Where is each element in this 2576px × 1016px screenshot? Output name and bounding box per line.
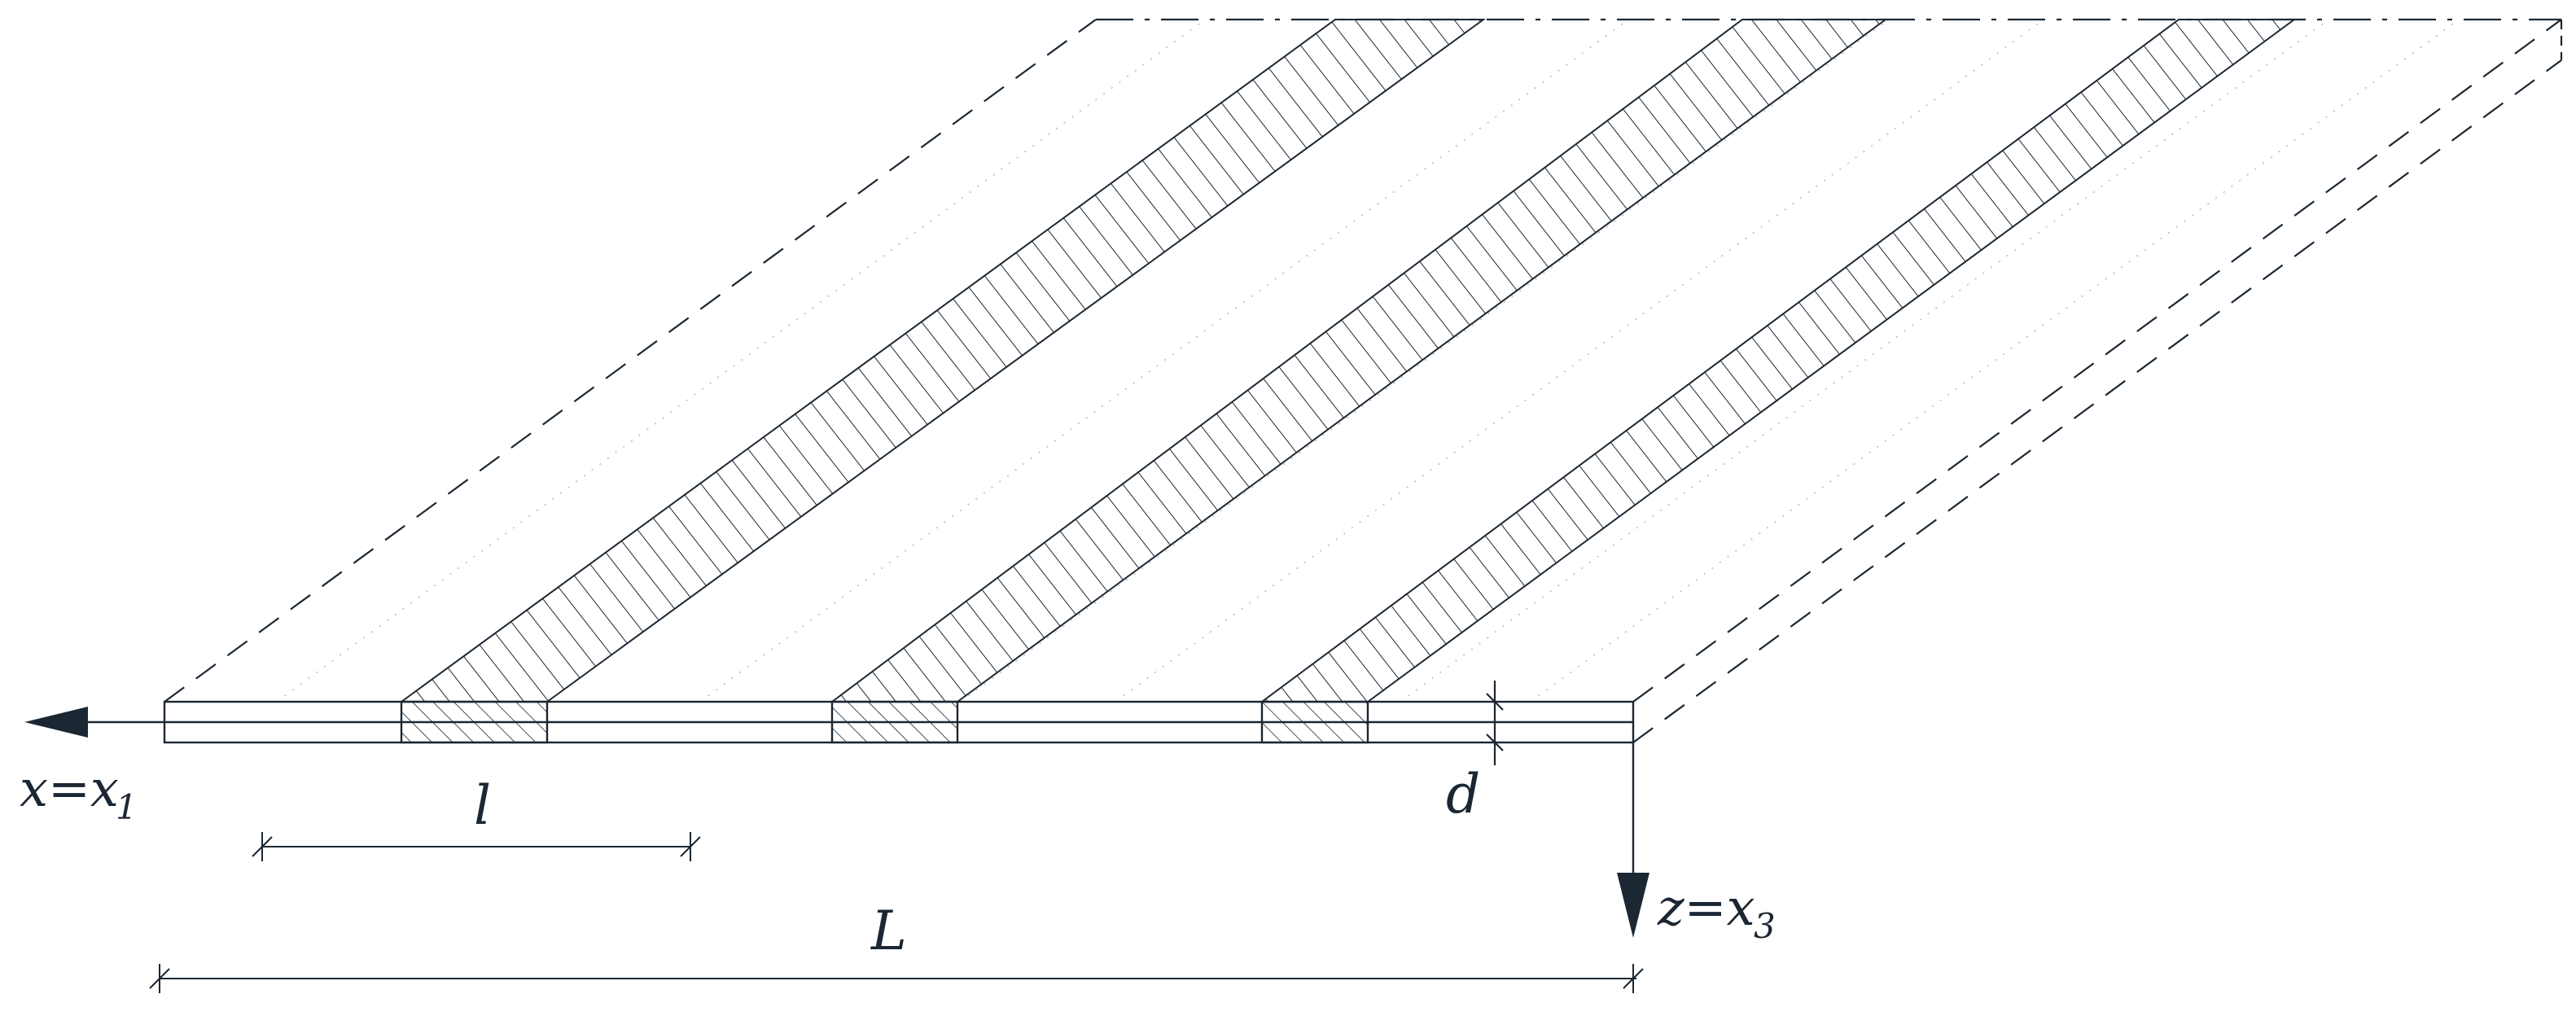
- x-axis-arrowhead: [24, 707, 88, 738]
- plate-left-edge: [164, 19, 1097, 703]
- z-axis-label-subscript: 3: [1754, 906, 1776, 946]
- z-axis-label: z=x: [1657, 878, 1755, 937]
- front-hatch-3: [1260, 700, 1369, 744]
- x-axis-label: x=x: [20, 759, 119, 818]
- front-hatch-1: [400, 700, 549, 744]
- thickness-marker: [1486, 681, 1504, 765]
- fiber-strips: [398, 19, 2298, 703]
- z-axis: [1617, 742, 1649, 938]
- z-axis-arrowhead: [1617, 873, 1649, 938]
- length-label: L: [870, 900, 907, 962]
- period-label: l: [474, 774, 491, 837]
- plate-right-edge-bottom: [1632, 59, 2562, 743]
- thickness-label: d: [1446, 763, 1480, 826]
- x-axis-label-subscript: 1: [116, 787, 138, 827]
- plate-front-face: [163, 700, 1635, 744]
- x-axis: [24, 707, 164, 738]
- dimension-L: [149, 964, 1644, 993]
- dimension-l: [252, 832, 701, 861]
- plate-right-edge-top: [1632, 19, 2562, 703]
- front-hatch-2: [830, 700, 959, 744]
